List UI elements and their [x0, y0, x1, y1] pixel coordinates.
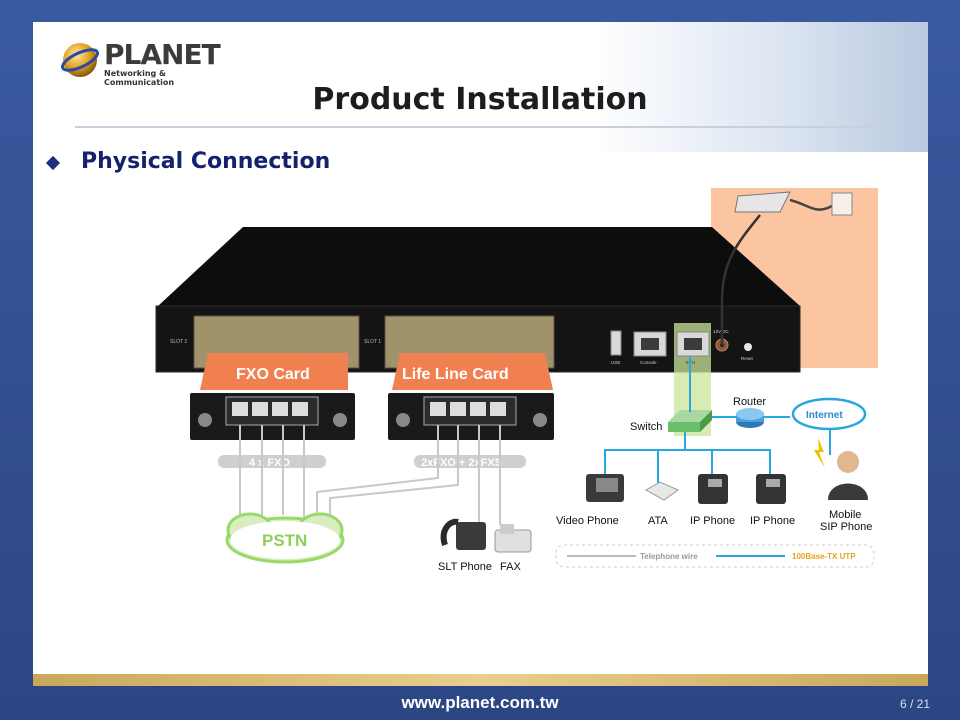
title-divider — [75, 126, 885, 128]
mobile-label-line1: Mobile — [829, 509, 861, 521]
ata-label: ATA — [648, 515, 668, 527]
fax-label: FAX — [500, 561, 521, 573]
lifeline-card-label: Life Line Card — [402, 366, 509, 383]
fax-icon — [494, 524, 532, 553]
network-utp-lines — [604, 356, 831, 483]
footer-accent-bar — [33, 674, 928, 686]
page-title: Product Installation — [312, 82, 648, 117]
legend-utp: 100Base-TX UTP — [792, 552, 856, 561]
slt-phone-label: SLT Phone — [438, 561, 492, 573]
legend — [555, 544, 875, 568]
fxo-card-tab — [200, 353, 348, 390]
device-lid — [158, 227, 800, 306]
video-phone-label: Video Phone — [556, 515, 619, 527]
router-icon — [736, 408, 764, 428]
reset-button — [744, 343, 752, 351]
internet-cloud-icon — [791, 397, 867, 431]
slt-phone-icon — [440, 518, 486, 550]
slot2-label: SLOT 2 — [170, 339, 187, 345]
lifeline-ports-label: 2xFXO + 2xFXS — [421, 457, 502, 469]
header-background — [593, 22, 928, 152]
ip-phone-1-icon — [698, 474, 728, 504]
ata-icon — [644, 481, 680, 501]
usb-port — [610, 330, 622, 356]
ip-phone-2-icon — [756, 474, 786, 504]
mobile-label-line2: SIP Phone — [820, 521, 872, 533]
telephone-wires — [239, 425, 501, 525]
usb-label: USB — [611, 360, 620, 365]
fxo-ports-pill — [218, 455, 326, 468]
ip-phone-2-label: IP Phone — [750, 515, 795, 527]
legend-telephone-wire: Telephone wire — [640, 552, 698, 561]
footer-url: www.planet.com.tw — [401, 693, 559, 712]
video-phone-icon — [586, 474, 624, 502]
ip-phone-1-label: IP Phone — [690, 515, 735, 527]
switch-label: Switch — [630, 421, 662, 433]
mobile-user-icon — [814, 438, 868, 500]
slot1-label: SLOT 1 — [364, 339, 381, 345]
page-number: 6 / 21 — [899, 697, 930, 711]
lifeline-card-tab — [392, 353, 553, 390]
logo-brand: PLANET — [104, 38, 221, 71]
fxo-card-label: FXO Card — [236, 366, 310, 383]
logo-tagline: Networking & Communication — [104, 69, 175, 87]
planet-logo: PLANET Networking & Communication — [60, 38, 221, 87]
switch-icon — [668, 410, 712, 432]
router-label: Router — [733, 396, 766, 408]
pstn-cloud-icon — [225, 512, 345, 564]
lifeline-ports-pill — [414, 455, 526, 468]
power-adapter-icon — [720, 191, 853, 345]
reset-label: Reset — [741, 356, 754, 361]
internet-label: Internet — [806, 410, 843, 421]
fxo-ports-label: 4 x FXO — [249, 457, 290, 469]
section-subtitle: Physical Connection — [81, 149, 331, 174]
pstn-label: PSTN — [262, 531, 307, 550]
console-label: Console — [640, 360, 657, 365]
globe-icon — [61, 43, 99, 77]
